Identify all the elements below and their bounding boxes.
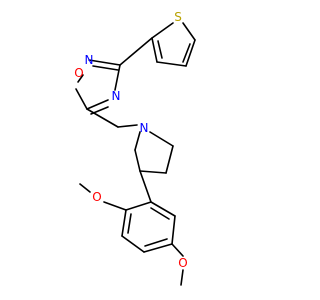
methoxy-bottom <box>171 243 184 286</box>
atom-s-thiophene: S <box>174 10 182 24</box>
atom-o-methoxy-bottom: O <box>178 256 187 270</box>
bond-n2-o1 <box>77 74 84 83</box>
bond-c4-c5 <box>134 149 141 172</box>
oxygen-label-methoxy-top: O <box>92 190 101 204</box>
bond-c2-c3 <box>165 145 174 174</box>
nitrogen-label-pyrrolidine: N <box>140 121 149 135</box>
bond-c2-s <box>151 22 174 39</box>
bond-thiophene-oxadiazole <box>119 37 153 66</box>
bond-ch2-n <box>117 124 138 128</box>
bond-s-c5 <box>182 22 196 41</box>
bond-c4-c3 <box>156 61 187 67</box>
sulfur-label: S <box>174 10 182 24</box>
bond-c5-c4-double <box>182 43 191 63</box>
bond-ar4-ar5-double <box>144 238 168 247</box>
oxygen-label-methoxy-bottom: O <box>178 256 187 270</box>
pyrrolidine-ring <box>134 131 174 174</box>
bond-ar3-ar4 <box>121 235 145 253</box>
structure-canvas: S O N N N O O <box>74 10 196 286</box>
bond-pyrrolidine-phenyl <box>139 170 152 203</box>
bond-n-c2 <box>149 131 174 147</box>
bond-c3-n2-double <box>92 65 119 71</box>
bond-ar1-ar2 <box>125 201 152 211</box>
bond-c5-n4 <box>86 99 109 110</box>
bond-o-ch3-bottom <box>180 269 184 286</box>
atom-n-pyrrolidine: N <box>140 121 149 135</box>
bond-ar6-ar1-double <box>150 207 170 220</box>
atom-n2-oxadiazole: N <box>85 53 94 67</box>
bond-c3-n2 <box>88 59 121 66</box>
nitrogen-label-n2: N <box>85 53 94 67</box>
bond-ar2-ar3 <box>121 209 127 237</box>
bond-o1-c5 <box>75 88 88 110</box>
bond-ar4-ar5 <box>143 243 173 253</box>
atom-o-oxadiazole: O <box>74 66 83 80</box>
bond-ar2-ar3-double <box>127 213 132 234</box>
bond-n4-c3 <box>114 64 121 91</box>
bond-ar2-o <box>103 201 127 211</box>
bond-c3-c2-double <box>157 40 163 59</box>
phenyl-ring <box>121 201 176 253</box>
oxygen-label-ring: O <box>74 66 83 80</box>
atom-n4-oxadiazole: N <box>112 89 121 103</box>
bond-c3-c4 <box>139 170 167 174</box>
thiophene-ring <box>151 22 196 67</box>
bond-ar5-ar6 <box>171 215 176 245</box>
nitrogen-label-n4: N <box>112 89 121 103</box>
bond-ar6-ar1 <box>150 201 176 217</box>
bond-c3-c2 <box>151 37 158 63</box>
molecule-drawing: S O N N N O O <box>74 10 196 286</box>
bond-c5-ch2 <box>86 108 119 128</box>
oxadiazole-ring <box>75 59 121 115</box>
bond-c5-n <box>134 131 141 151</box>
bond-o-ch3-top <box>79 183 91 193</box>
bond-c5-c4 <box>185 39 196 67</box>
methoxy-top <box>79 183 127 211</box>
bond-ar5-o <box>171 243 184 257</box>
atom-o-methoxy-top: O <box>92 190 101 204</box>
